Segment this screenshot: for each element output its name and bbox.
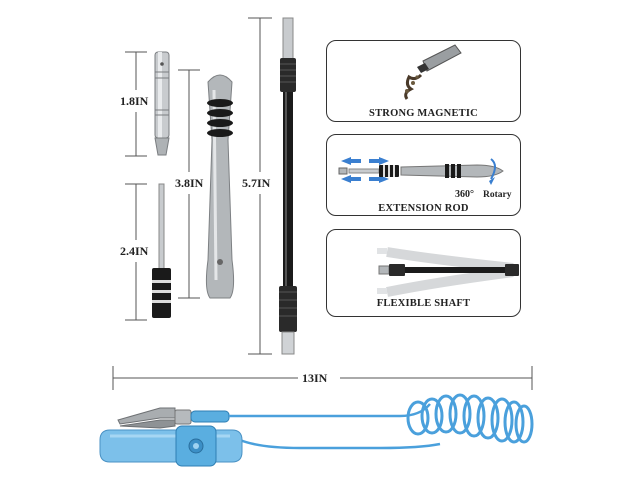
- extension-length-label: 2.4IN: [120, 244, 149, 258]
- flexible-shaft-bend-image: [377, 247, 519, 297]
- extension-rod-image: [152, 183, 171, 318]
- rotary-angle-label: 360°: [455, 189, 474, 200]
- hex-bit-image: [154, 51, 170, 156]
- extension-dimension-bracket: [125, 183, 147, 321]
- handle-dimension-bracket: [178, 69, 200, 299]
- flexible-shaft-image: [279, 17, 297, 355]
- bit-length-label: 1.8IN: [120, 94, 149, 108]
- strong-magnetic-panel: STRONG MAGNETIC: [326, 40, 521, 122]
- strap-dimension-bracket: [112, 366, 533, 390]
- strong-magnetic-label: STRONG MAGNETIC: [369, 108, 478, 119]
- flexible-shaft-label: FLEXIBLE SHAFT: [376, 298, 471, 309]
- strap-length-label: 13IN: [302, 371, 328, 385]
- handle-image: [205, 74, 235, 299]
- extension-rod-panel: 360° Rotary EXTENSION ROD: [326, 134, 521, 216]
- wrist-strap-image: [99, 393, 534, 467]
- extension-rod-label: EXTENSION ROD: [378, 203, 469, 214]
- bit-dimension-bracket: [125, 51, 147, 157]
- rotary-text-label: Rotary: [483, 190, 512, 200]
- shaft-dimension-bracket: [248, 17, 272, 355]
- extension-rod-image: [338, 157, 504, 185]
- handle-length-label: 3.8IN: [175, 176, 204, 190]
- shaft-length-label: 5.7IN: [242, 176, 271, 190]
- flexible-shaft-panel: FLEXIBLE SHAFT: [326, 229, 521, 317]
- magnetic-screwdriver-image: [404, 44, 462, 100]
